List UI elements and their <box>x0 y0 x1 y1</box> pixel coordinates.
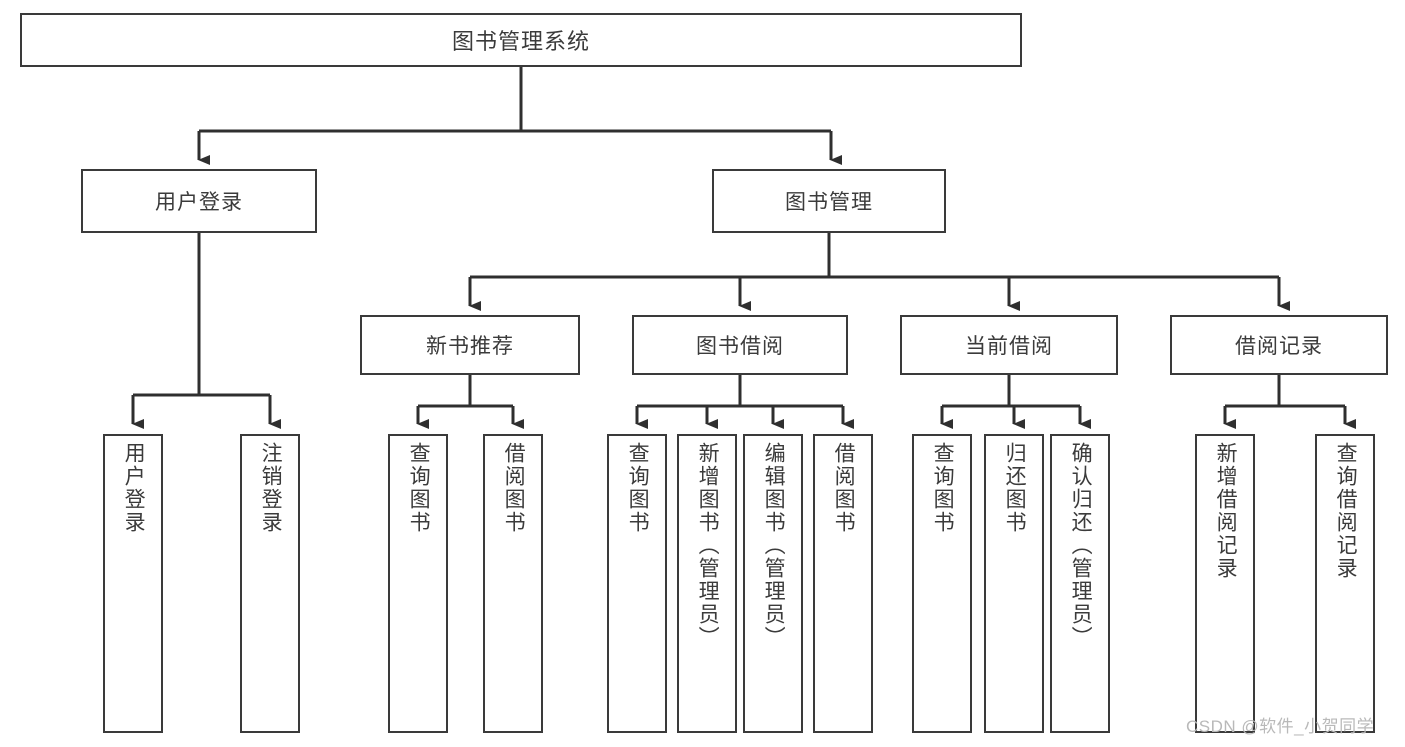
node-label: 图书借阅 <box>696 335 784 358</box>
node-current-borrow[interactable]: 当前借阅 <box>900 315 1118 375</box>
leaf-borrow-query-book[interactable]: 查询图书 <box>607 434 667 733</box>
node-borrow-record[interactable]: 借阅记录 <box>1170 315 1388 375</box>
leaf-label: 借阅图书 <box>832 442 856 534</box>
leaf-label: 查询借阅记录 <box>1334 442 1358 580</box>
leaf-current-return-book[interactable]: 归还图书 <box>984 434 1044 733</box>
leaf-current-query-book[interactable]: 查询图书 <box>912 434 972 733</box>
node-label: 当前借阅 <box>965 335 1053 358</box>
node-book-borrow[interactable]: 图书借阅 <box>632 315 848 375</box>
node-label: 图书管理 <box>785 191 873 214</box>
leaf-borrow-borrow-book[interactable]: 借阅图书 <box>813 434 873 733</box>
leaf-label: 新增借阅记录 <box>1214 442 1238 580</box>
leaf-label: 用户登录 <box>122 442 146 534</box>
leaf-borrow-edit-book-admin[interactable]: 编辑图书（管理员） <box>743 434 803 733</box>
node-label: 图书管理系统 <box>451 29 590 54</box>
node-root-book-management-system[interactable]: 图书管理系统 <box>20 13 1022 67</box>
leaf-label: 注销登录 <box>259 442 283 534</box>
leaf-label: 新增图书（管理员） <box>696 442 720 649</box>
leaf-recommend-borrow-book[interactable]: 借阅图书 <box>483 434 543 733</box>
node-new-book-recommend[interactable]: 新书推荐 <box>360 315 580 375</box>
leaf-label: 查询图书 <box>407 442 431 534</box>
csdn-watermark: CSDN @软件_小贺同学 <box>1186 717 1375 736</box>
leaf-record-query-record[interactable]: 查询借阅记录 <box>1315 434 1375 733</box>
leaf-user-login-logout[interactable]: 注销登录 <box>240 434 300 733</box>
leaf-current-confirm-return-admin[interactable]: 确认归还（管理员） <box>1050 434 1110 733</box>
leaf-record-add-record[interactable]: 新增借阅记录 <box>1195 434 1255 733</box>
leaf-recommend-query-book[interactable]: 查询图书 <box>388 434 448 733</box>
leaf-label: 查询图书 <box>626 442 650 534</box>
node-label: 新书推荐 <box>426 335 514 358</box>
leaf-label: 归还图书 <box>1003 442 1027 534</box>
node-label: 用户登录 <box>155 191 243 214</box>
leaf-user-login-login[interactable]: 用户登录 <box>103 434 163 733</box>
leaf-label: 确认归还（管理员） <box>1069 442 1093 649</box>
node-user-login[interactable]: 用户登录 <box>81 169 317 233</box>
leaf-label: 编辑图书（管理员） <box>762 442 786 649</box>
node-book-management[interactable]: 图书管理 <box>712 169 946 233</box>
leaf-label: 借阅图书 <box>502 442 526 534</box>
leaf-label: 查询图书 <box>931 442 955 534</box>
node-label: 借阅记录 <box>1235 335 1323 358</box>
leaf-borrow-add-book-admin[interactable]: 新增图书（管理员） <box>677 434 737 733</box>
